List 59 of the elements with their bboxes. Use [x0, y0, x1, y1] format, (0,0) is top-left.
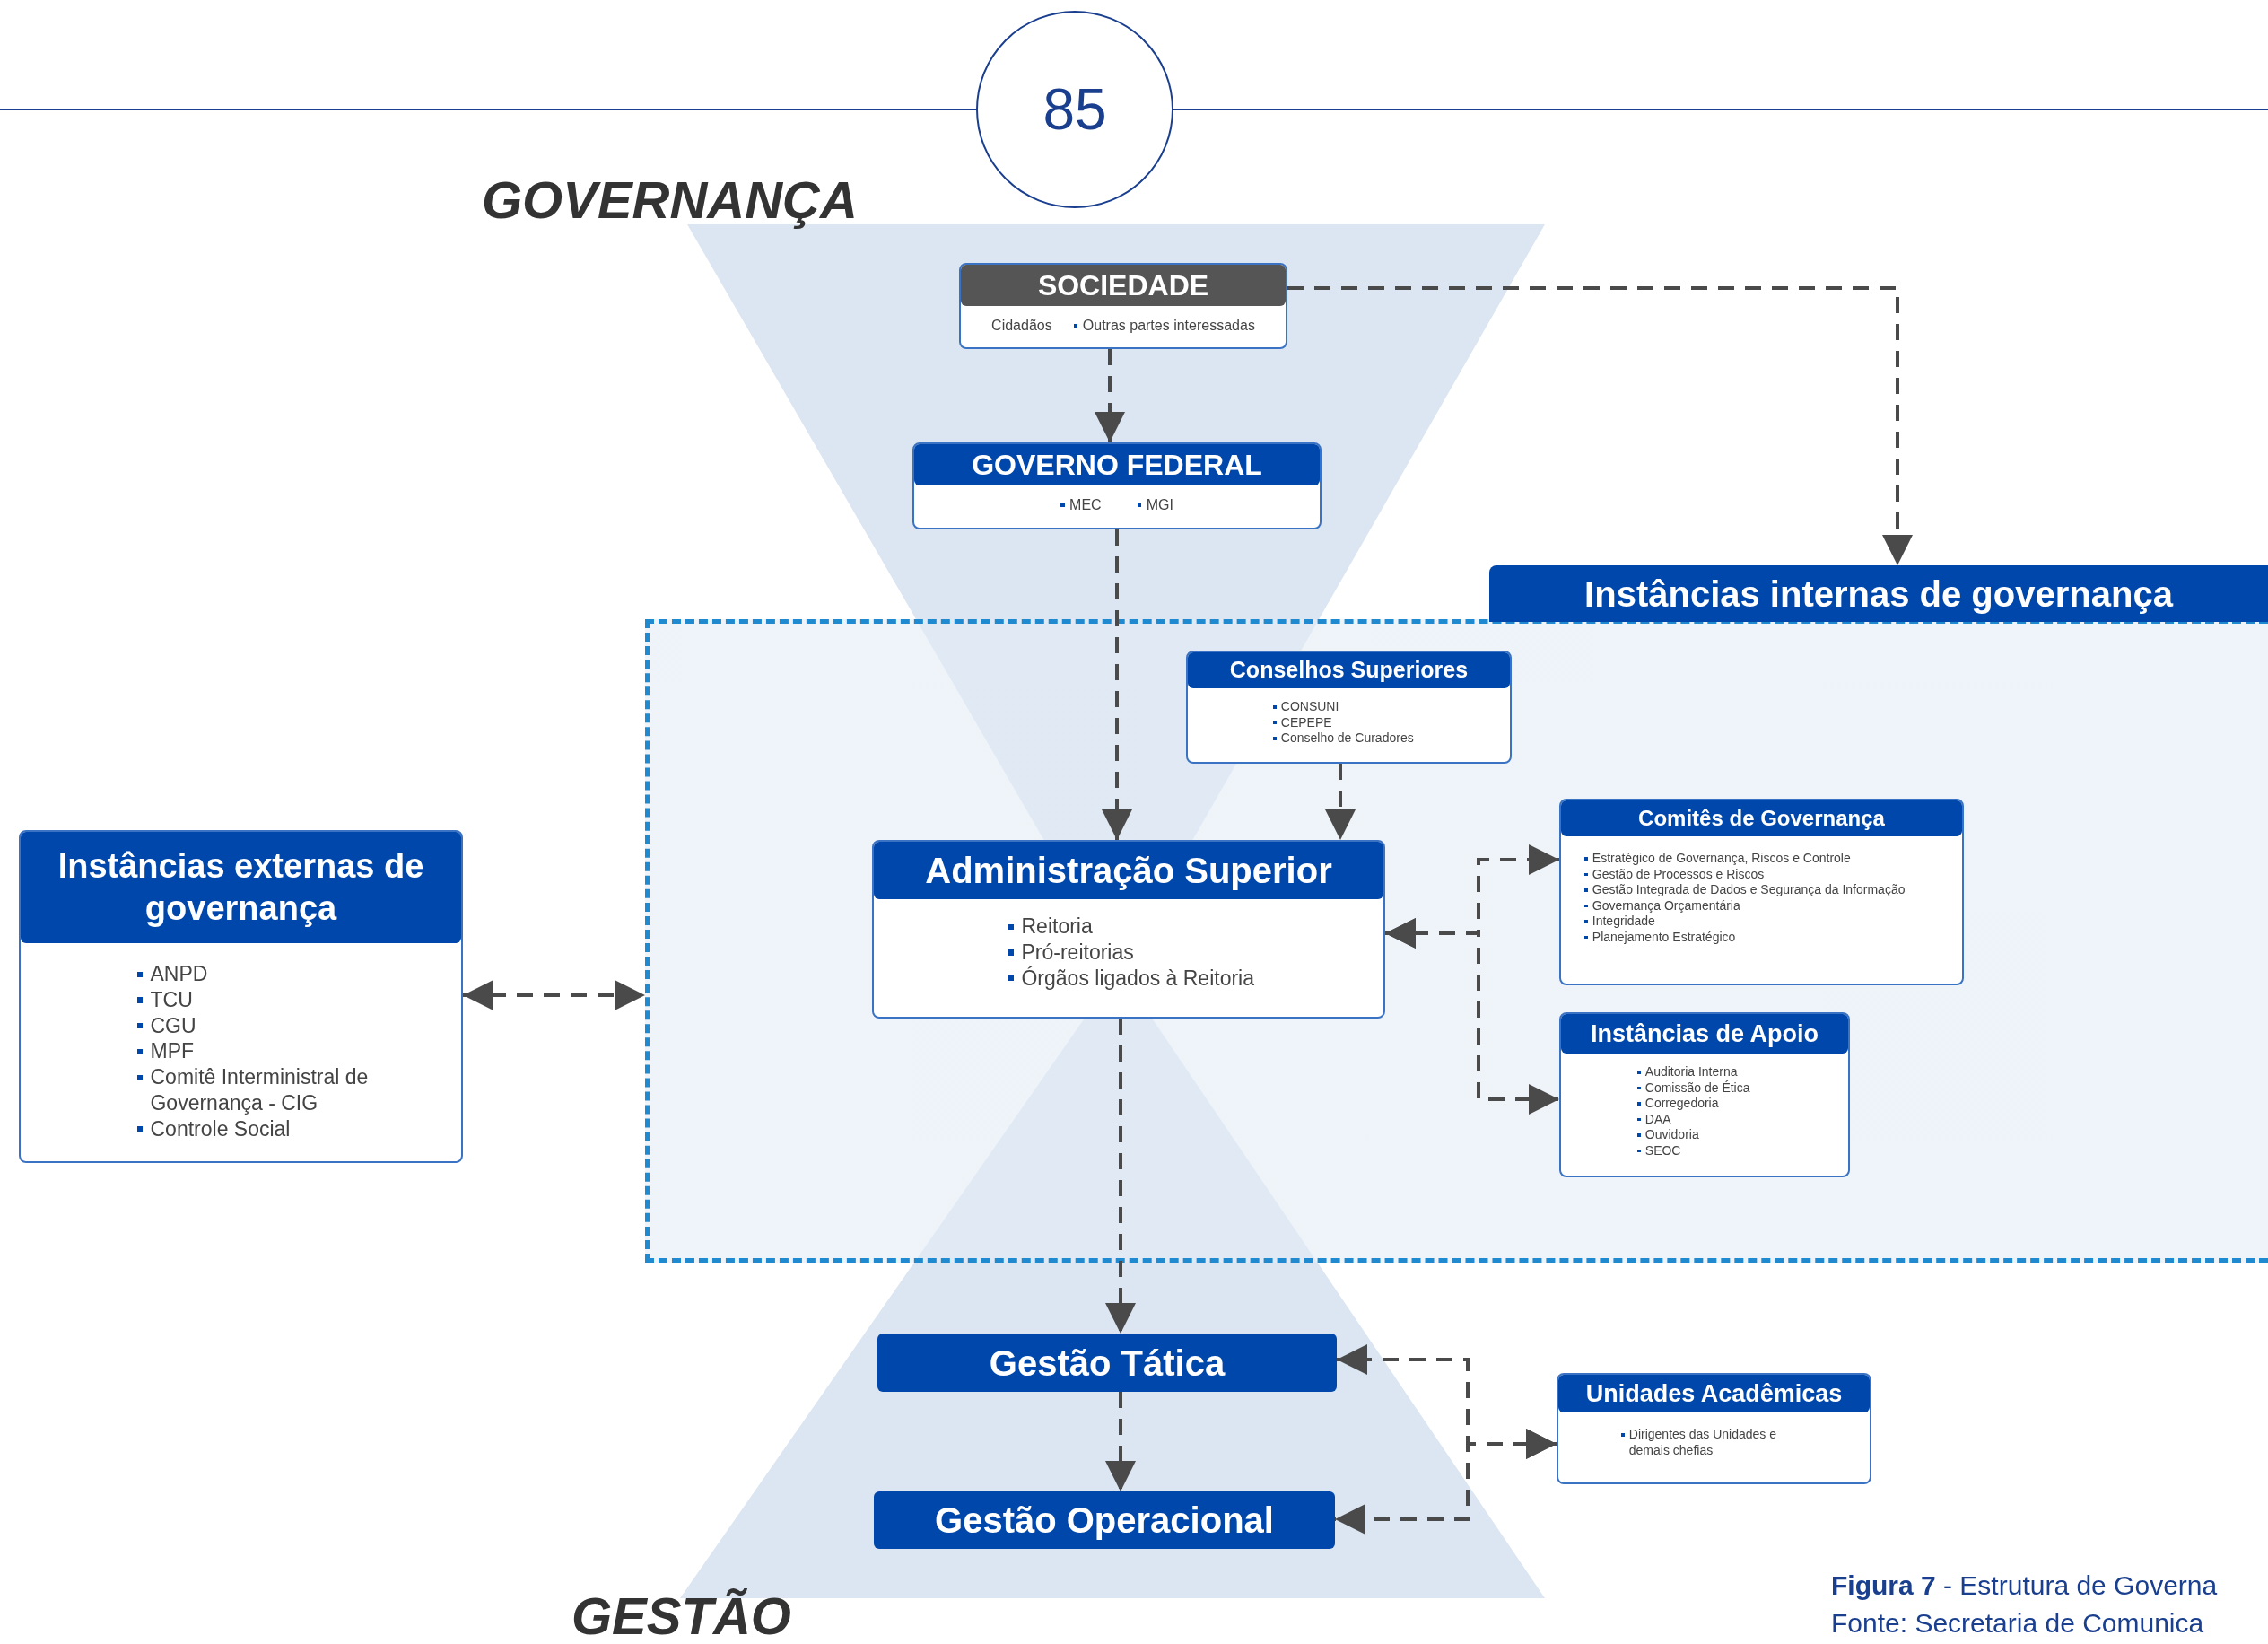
list-item: Órgãos ligados à Reitoria [1021, 965, 1254, 992]
list-item: Outras partes interessadas [1082, 317, 1255, 335]
list-item: CGU [150, 1012, 196, 1039]
card [1559, 1012, 1850, 1177]
dashed-arrow [463, 980, 645, 1010]
list-item: Integridade [1592, 914, 1655, 930]
list-item: Gestão Integrada de Dados e Segurança da Informação [1592, 882, 1906, 898]
list-item: MPF [150, 1038, 195, 1064]
list-item: Comissão de Ética [1644, 1080, 1750, 1096]
dashed-arrow [1095, 349, 1125, 442]
card-header: Unidades Acadêmicas [1558, 1375, 1870, 1412]
list-item: CONSUNI [1280, 699, 1339, 715]
list-item: Reitoria [1021, 914, 1093, 940]
card-header: Instâncias de Apoio [1561, 1014, 1848, 1054]
list-item: SEOC [1644, 1142, 1681, 1159]
list-item: TCU [150, 986, 193, 1013]
list-item: Gestão de Processos e Riscos [1592, 866, 1765, 882]
dashed-arrow [1105, 1019, 1136, 1334]
list-item: Estratégico de Governança, Riscos e Controle [1592, 851, 1851, 867]
card [959, 263, 1287, 349]
card-header: Administração Superior [874, 842, 1383, 899]
card [1559, 799, 1964, 985]
list-item: Controle Social [150, 1115, 291, 1142]
list-item: Conselho de Curadores [1280, 730, 1414, 747]
list-item: Planejamento Estratégico [1592, 929, 1736, 945]
card-header: Instâncias externas de governança [21, 832, 461, 943]
list-item: MGI [1146, 496, 1173, 514]
level-box: Gestão Operacional [874, 1491, 1335, 1549]
dashed-arrow [1325, 764, 1356, 840]
list-item: Dirigentes das Unidades e demais chefias [1628, 1427, 1777, 1458]
card-header: GOVERNO FEDERAL [914, 444, 1320, 485]
list-item: DAA [1644, 1111, 1671, 1127]
list-item: ANPD [150, 961, 208, 987]
card-header: SOCIEDADE [961, 265, 1286, 306]
section-title: GESTÃO [571, 1590, 791, 1642]
list-item: Auditoria Interna [1644, 1064, 1738, 1080]
card-header: Comitês de Governança [1561, 800, 1962, 836]
card [912, 442, 1322, 529]
card [1186, 651, 1512, 764]
card [1557, 1373, 1871, 1484]
section-header: Instâncias internas de governança [1489, 565, 2268, 622]
list-item: MEC [1069, 496, 1102, 514]
list-item: Cidadãos [991, 317, 1052, 335]
dashed-arrow [1102, 529, 1132, 840]
page-number: 85 [976, 11, 1173, 208]
figure-caption: Figura 7 - Estrutura de Governa [1831, 1570, 2218, 1602]
card [872, 840, 1385, 1019]
list-item: Ouvidoria [1644, 1127, 1699, 1143]
card [19, 830, 463, 1163]
list-item: Corregedoria [1644, 1096, 1719, 1112]
dashed-arrow [1105, 1392, 1136, 1491]
list-item: Governança Orçamentária [1592, 897, 1740, 914]
source-note: Fonte: Secretaria de Comunica [1831, 1607, 2204, 1640]
list-item: Pró-reitorias [1021, 939, 1134, 966]
list-item: Comitê Interministral de Governança - CIG [150, 1064, 370, 1116]
level-box: Gestão Tática [877, 1334, 1337, 1392]
card-header: Conselhos Superiores [1188, 652, 1510, 688]
list-item: CEPEPE [1280, 714, 1332, 730]
dashed-arrow [1287, 286, 1913, 565]
